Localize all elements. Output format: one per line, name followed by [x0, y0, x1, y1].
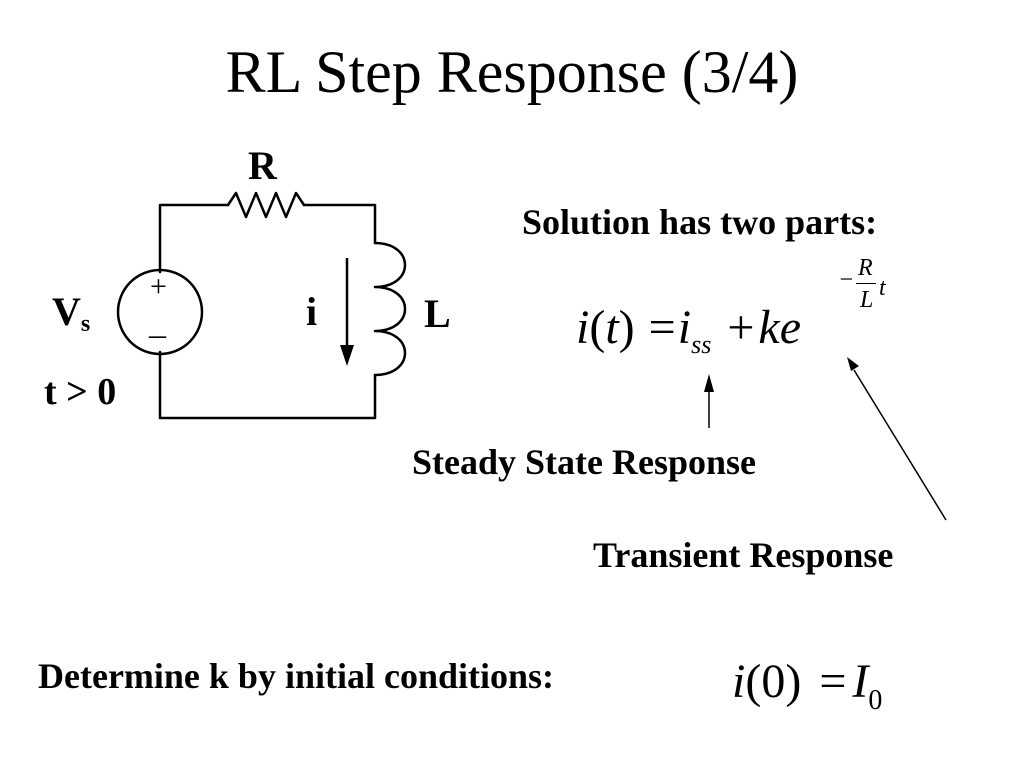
slide-title: RL Step Response (3/4) [225, 39, 799, 105]
source-plus-sign: + [150, 270, 167, 303]
eq-iss-i: i [677, 301, 692, 354]
source-label-main: V [52, 289, 81, 334]
steady-state-arrow [704, 374, 714, 428]
wire-bottom [158, 350, 377, 420]
inductor-label: L [424, 291, 451, 336]
eq-plus: + [727, 301, 755, 354]
wire-top-left [158, 203, 230, 274]
eq-equals: = [648, 301, 676, 354]
eq-lhs-close: ) [618, 301, 635, 354]
eq-lhs-i: i [576, 301, 590, 354]
eq-lhs-t: t [605, 301, 619, 354]
init-eq-sub: 0 [868, 685, 883, 716]
initial-conditions-equation: i(0) =I0 [732, 654, 882, 717]
transient-label: Transient Response [593, 535, 894, 575]
init-eq-equals: = [819, 655, 847, 708]
source-label: Vs [52, 288, 91, 337]
voltage-source-symbol [116, 268, 204, 356]
eq-lhs-open: ( [589, 301, 606, 354]
resistor-label: R [248, 143, 277, 188]
steady-state-label: Steady State Response [412, 442, 757, 482]
eq-ke: ke [758, 301, 802, 354]
eq-exponent-numerator: R [858, 255, 873, 281]
wire-top-right [302, 203, 377, 245]
solution-equation: i(t) =iss +ke [576, 300, 801, 363]
current-label: i [306, 289, 318, 334]
eq-exponent-denominator: L [860, 287, 874, 313]
resistor-symbol [226, 191, 306, 219]
solution-heading: Solution has two parts: [522, 202, 878, 242]
time-condition: t > 0 [44, 371, 117, 413]
eq-iss-sub: ss [691, 330, 712, 359]
initial-conditions-text: Determine k by initial conditions: [38, 656, 555, 696]
source-minus-sign: – [149, 316, 166, 353]
transient-arrow [847, 357, 947, 521]
eq-exponent-minus: − [838, 267, 855, 293]
inductor-symbol [373, 241, 407, 377]
init-eq-I: I [852, 655, 869, 708]
current-arrow [340, 258, 354, 366]
init-eq-arg: (0) [745, 655, 802, 708]
init-eq-i: i [732, 655, 746, 708]
eq-exponent-fraction-bar [856, 283, 876, 284]
eq-exponent-t: t [879, 275, 886, 301]
source-label-sub: s [80, 311, 91, 337]
